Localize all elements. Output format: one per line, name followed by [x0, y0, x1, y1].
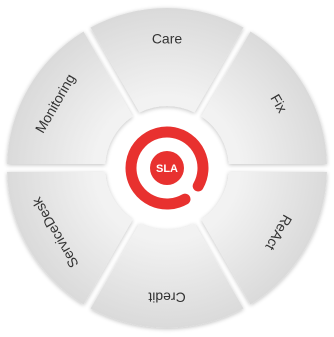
segment-shape [90, 223, 244, 328]
sla-hub-label: SLA [156, 163, 178, 175]
segment-shape [90, 8, 244, 113]
segment-care: Care [90, 8, 244, 113]
segment-label: Care [152, 31, 183, 47]
segment-shape [201, 31, 327, 165]
segment-monitoring: Monitoring [7, 31, 133, 165]
segment-servicedesk: ServiceDesk [7, 172, 133, 305]
segment-react: ReAct [201, 172, 327, 305]
segment-fix: Fix [201, 31, 327, 165]
segment-shape [7, 31, 133, 165]
segment-label: Credit [148, 289, 185, 305]
sla-hub: SLA [125, 126, 209, 210]
sla-hub-circle [150, 151, 184, 185]
segment-shape [7, 172, 133, 305]
segment-shape [201, 172, 327, 305]
segment-credit: Credit [90, 223, 244, 328]
sla-ring [125, 126, 209, 210]
